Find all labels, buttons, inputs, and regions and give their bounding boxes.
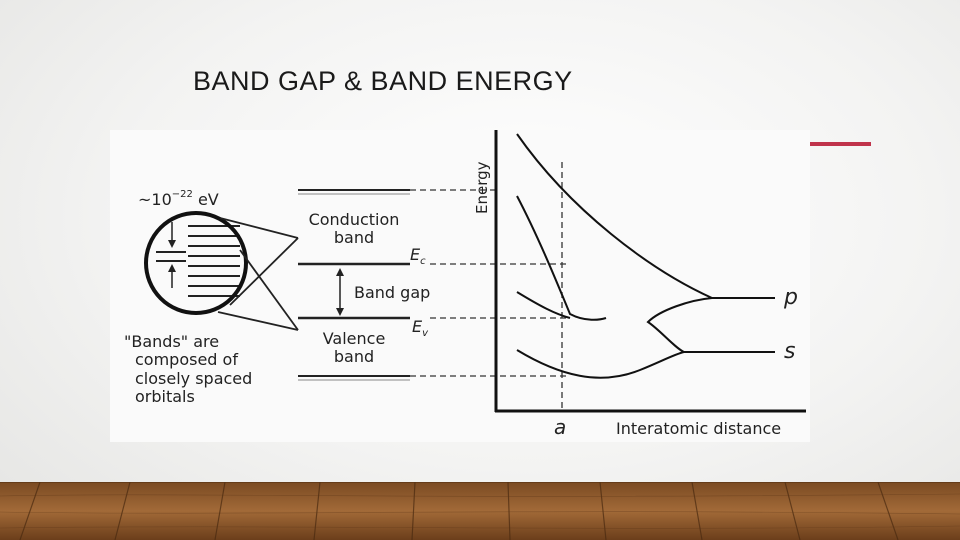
energy-curves — [516, 133, 775, 379]
magnifier-circle — [144, 211, 299, 331]
p-orbital-label: p — [783, 285, 798, 310]
slide-title: BAND GAP & BAND ENERGY — [193, 66, 573, 96]
distance-axis-label: Interatomic distance — [616, 419, 781, 438]
band-diagram: ~10−22 eV "Bands" are — [110, 130, 810, 442]
svg-text:"Bands" are: "Bands" are — [124, 332, 219, 351]
svg-text:Valence: Valence — [323, 329, 386, 348]
svg-text:composed of: composed of — [135, 350, 238, 369]
bands-note: "Bands" are composed of closely spaced o… — [124, 332, 252, 406]
svg-text:Band gap: Band gap — [354, 283, 430, 302]
svg-text:band: band — [334, 347, 374, 366]
svg-text:orbitals: orbitals — [135, 387, 195, 406]
energy-axes — [494, 130, 806, 413]
ev-label: Ev — [412, 317, 429, 339]
conduction-band: Conduction band — [298, 189, 410, 266]
wooden-floor — [0, 482, 960, 540]
a-label: a — [554, 415, 566, 439]
svg-text:band: band — [334, 228, 374, 247]
ec-label: Ec — [410, 245, 426, 267]
dashed-connectors — [410, 162, 566, 410]
zoom-energy-label: ~10−22 eV — [138, 189, 219, 209]
band-gap: Band gap — [336, 268, 430, 316]
valence-band: Valence band — [298, 316, 410, 381]
svg-text:closely spaced: closely spaced — [135, 369, 252, 388]
s-orbital-label: s — [784, 339, 795, 364]
svg-text:Conduction: Conduction — [309, 210, 400, 229]
energy-axis-label: Energy — [473, 161, 491, 214]
